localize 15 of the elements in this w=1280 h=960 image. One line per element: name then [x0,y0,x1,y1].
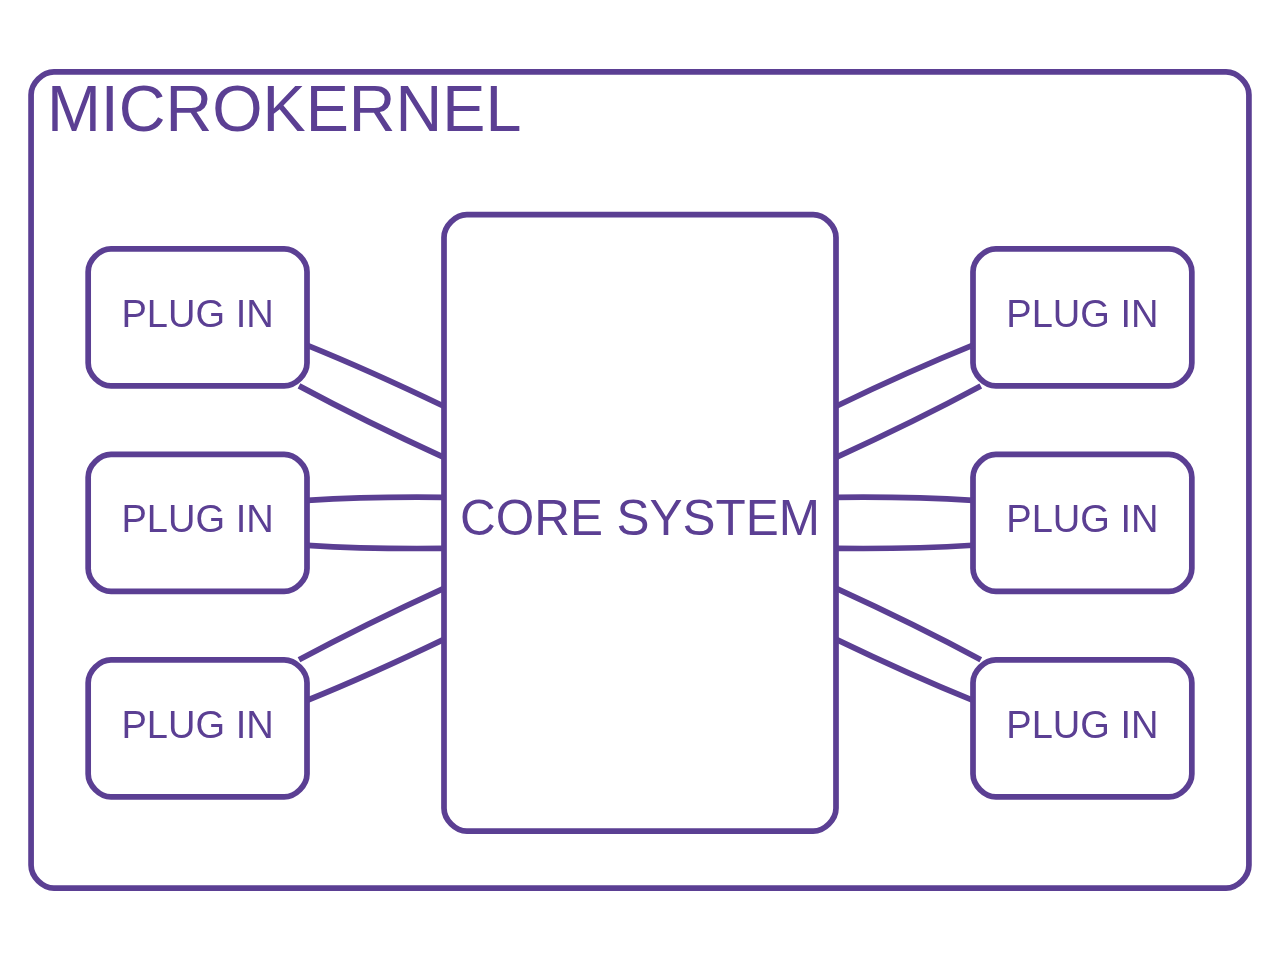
connector [307,542,444,552]
node-box: CORE SYSTEM [441,211,839,834]
connector [836,542,974,552]
node-box: PLUG IN [970,451,1195,595]
connector [306,637,445,703]
node-box: PLUG IN [85,451,310,595]
node-box: PLUG IN [970,245,1195,389]
connector [835,585,983,663]
connector [835,383,983,460]
connector [836,494,974,504]
node-box: PLUG IN [970,656,1195,800]
connector [306,342,445,409]
node-box: PLUG IN [85,656,310,800]
connector [307,494,444,504]
node-box: PLUG IN [85,245,310,389]
